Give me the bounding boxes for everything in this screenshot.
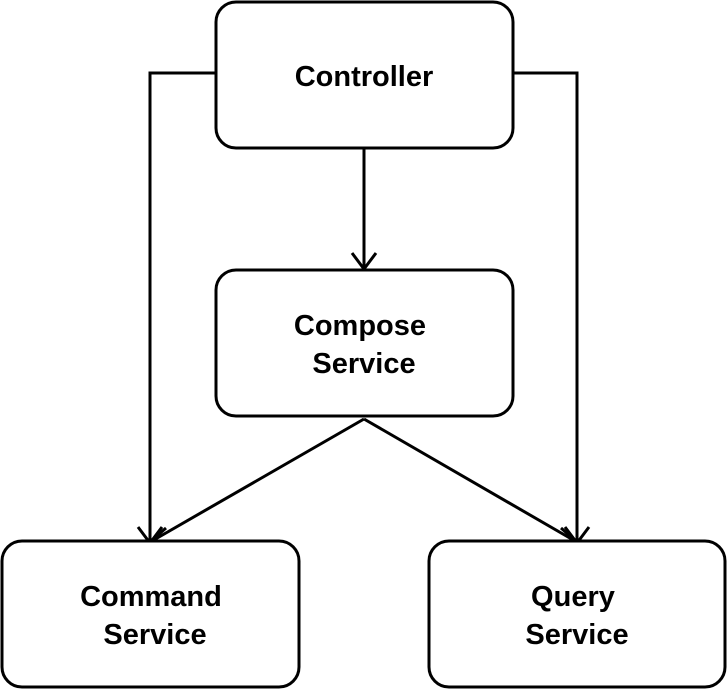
edge-controller-to-query-service (513, 71, 591, 546)
node-query-service-line-1: Query (531, 581, 615, 613)
node-compose-service-line-1: Compose (294, 310, 426, 342)
node-compose-service-line-2: Service (312, 348, 415, 380)
edge-controller-to-command-service (136, 71, 216, 546)
node-command-service: Command Service (0, 539, 301, 689)
edge-compose-to-query-service (363, 417, 581, 546)
node-query-service-label: Query Service (525, 581, 628, 651)
edge-controller-to-compose-service (350, 148, 378, 272)
node-controller-line-1: Controller (295, 61, 434, 93)
node-command-service-line-1: Command (80, 581, 222, 613)
node-command-service-line-2: Service (103, 619, 206, 651)
node-query-service: Query Service (427, 539, 727, 689)
node-compose-service: Compose Service (214, 268, 515, 418)
edge-compose-to-command-service (146, 417, 365, 546)
node-controller: Controller (214, 0, 515, 150)
node-compose-service-label: Compose Service (294, 310, 434, 380)
node-command-service-label: Command Service (80, 581, 230, 651)
node-query-service-line-2: Service (525, 619, 628, 651)
node-controller-label: Controller (295, 61, 434, 93)
